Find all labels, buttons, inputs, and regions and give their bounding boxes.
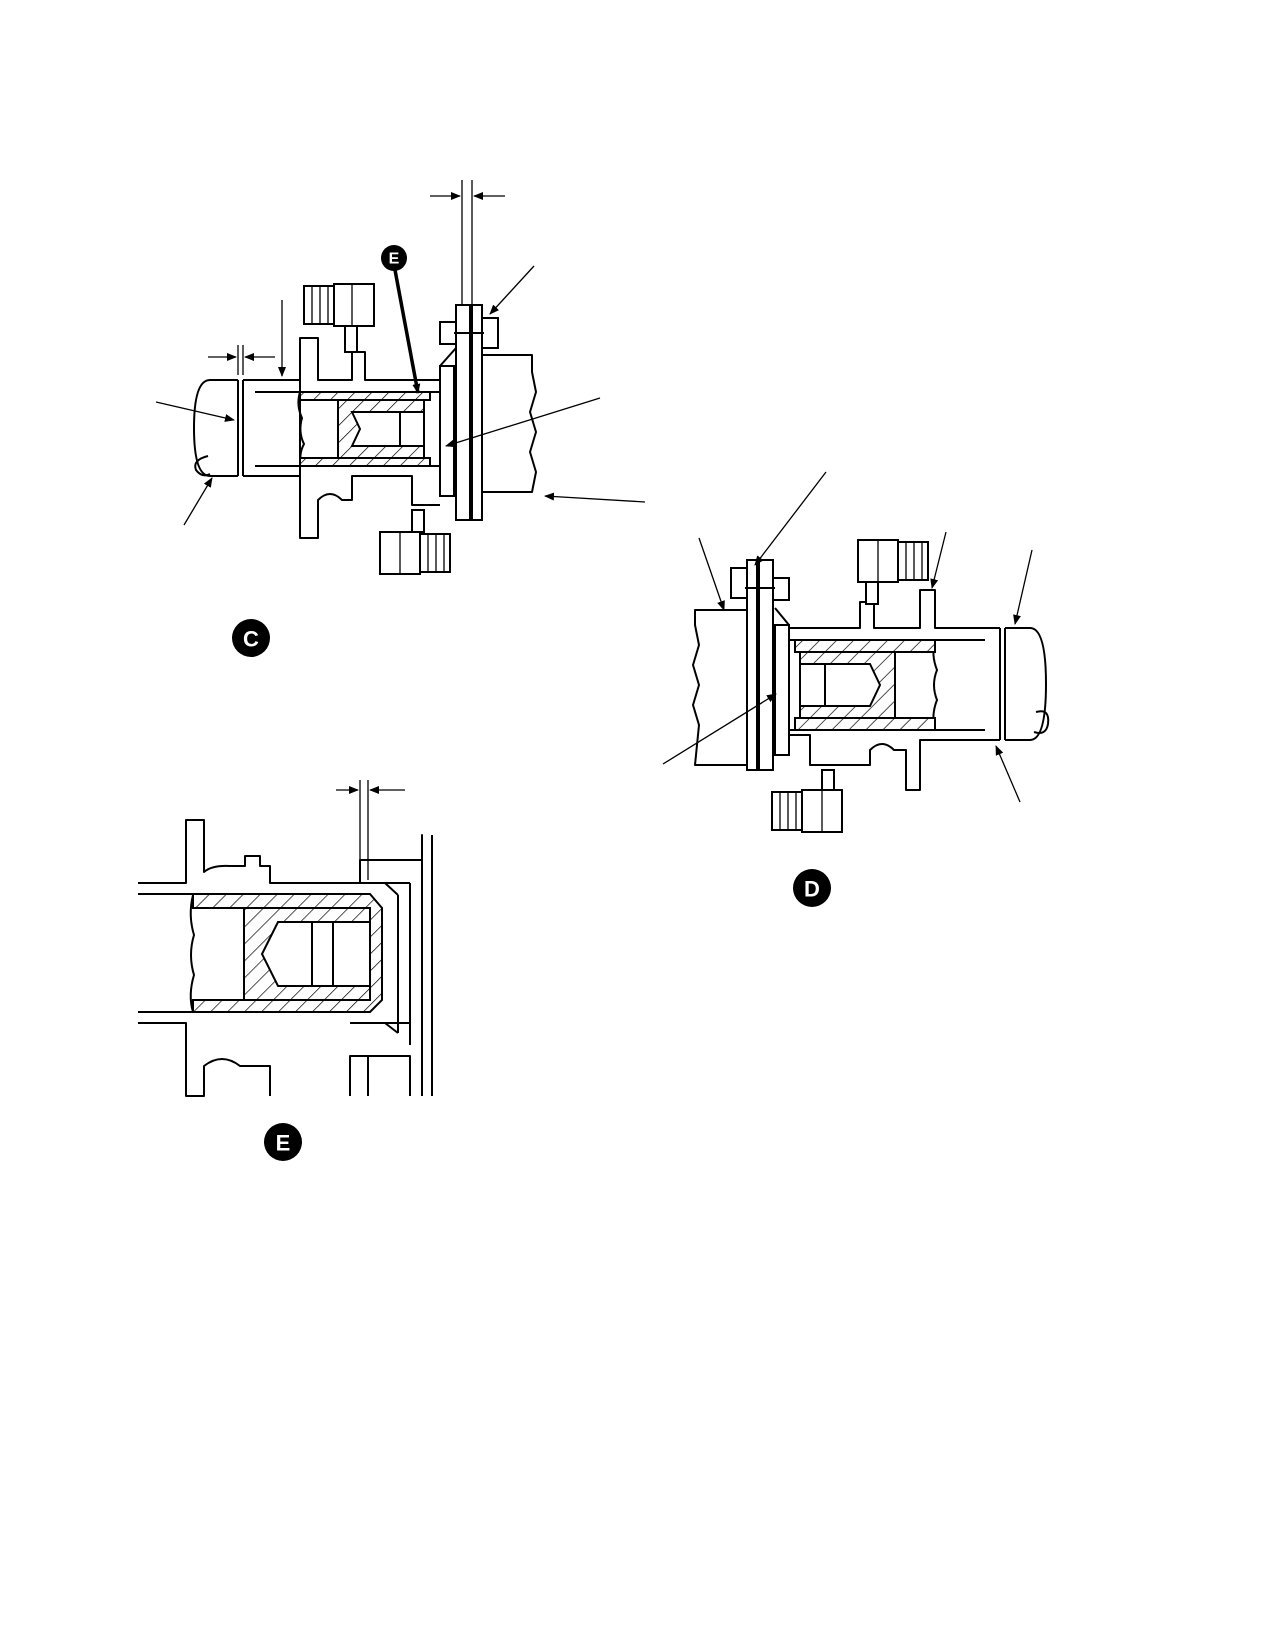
view-e-coupling-insert <box>192 893 383 1013</box>
view-c-badge-label: C <box>243 627 259 652</box>
view-d-flange-bolt <box>730 567 790 601</box>
view-d: D <box>662 471 1050 907</box>
view-d-cap-screw-top <box>857 539 929 605</box>
view-c-detail-callout: E <box>381 245 421 394</box>
view-c-badge: C <box>232 619 270 657</box>
view-e-break-line <box>189 894 195 1013</box>
view-c-right-shaft <box>482 354 537 493</box>
view-c-dimension-gap-top <box>430 180 505 305</box>
view-c-flange-bolt <box>439 317 499 349</box>
detail-callout-badge: E <box>389 251 400 268</box>
view-c-coupling-insert <box>299 391 431 467</box>
view-d-break-line <box>932 639 938 731</box>
view-c-shaft <box>193 379 244 477</box>
view-e: E <box>138 780 433 1161</box>
view-e-badge-label: E <box>276 1131 291 1156</box>
view-d-badge-label: D <box>804 877 820 902</box>
view-d-right-shaft <box>999 627 1050 741</box>
view-c-leader-lines <box>155 265 646 526</box>
view-c-dimension-shaft <box>208 300 286 377</box>
view-c-cap-screw-bottom <box>379 509 451 575</box>
view-d-coupling-insert <box>794 639 936 731</box>
view-d-cap-screw-bottom <box>771 769 843 833</box>
view-d-badge: D <box>793 869 831 907</box>
view-d-left-shaft <box>692 609 750 766</box>
view-c-break-line <box>297 391 305 467</box>
view-c-cap-screw-top <box>303 283 375 353</box>
view-d-leader-lines <box>662 471 1033 803</box>
view-e-dimension-gap <box>336 780 405 880</box>
view-e-badge: E <box>264 1123 302 1161</box>
view-d-flange <box>746 559 790 771</box>
view-c-flange <box>439 304 483 521</box>
view-c: E C <box>155 180 646 657</box>
